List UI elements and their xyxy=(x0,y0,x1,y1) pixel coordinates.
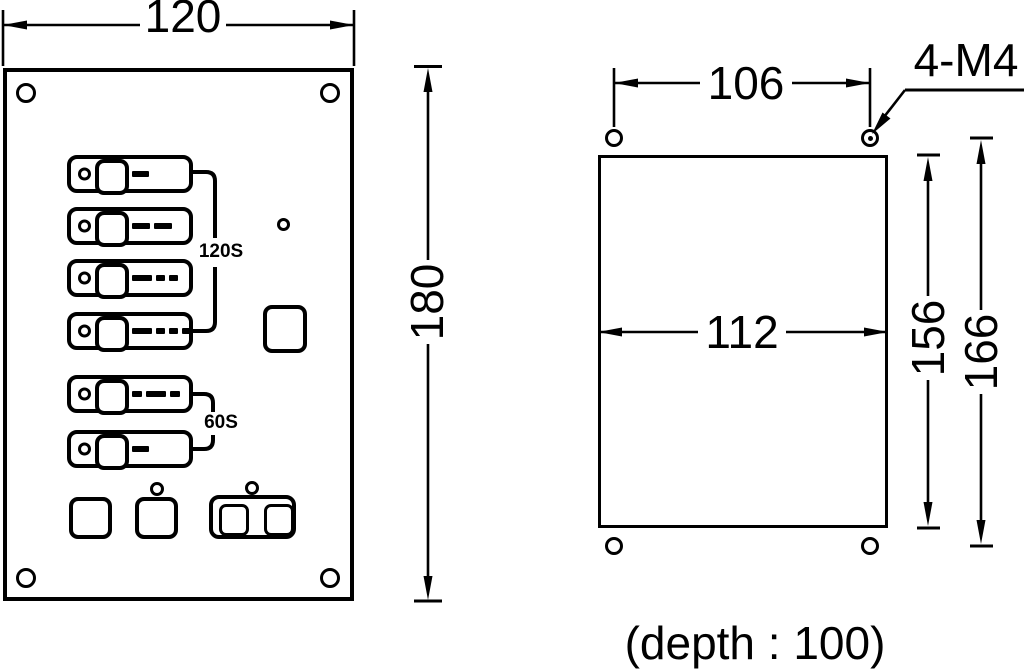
switch-row xyxy=(67,375,193,415)
bottom-button-2-led xyxy=(150,482,164,496)
switch-row xyxy=(67,207,193,247)
switch-row xyxy=(67,259,193,299)
switch-indicator-circle xyxy=(78,324,91,338)
switch-row xyxy=(67,430,193,470)
switch-toggle xyxy=(95,263,129,299)
panel-indicator-circle xyxy=(277,218,290,231)
switch-dash-marks xyxy=(132,391,180,397)
bottom-dual-button xyxy=(209,495,296,539)
bottom-button-1 xyxy=(69,497,112,539)
rear-stud-bottom-left xyxy=(605,537,623,555)
switch-row xyxy=(67,312,193,352)
switch-dash-marks xyxy=(132,171,149,177)
switch-toggle xyxy=(95,434,129,470)
rear-body-outline xyxy=(598,155,888,528)
dual-button-left-key xyxy=(219,504,249,536)
thread-leader-line xyxy=(872,88,1024,134)
panel-hole-bottom-right xyxy=(320,568,340,588)
switch-toggle xyxy=(95,316,129,352)
switch-indicator-circle xyxy=(78,167,91,181)
switch-indicator-circle xyxy=(78,271,91,285)
switch-dash-marks xyxy=(132,275,178,281)
bottom-dual-button-led xyxy=(245,481,259,495)
panel-hole-bottom-left xyxy=(16,568,36,588)
switch-toggle xyxy=(95,379,129,415)
front-width-label: 120 xyxy=(144,0,222,42)
switch-dash-marks xyxy=(132,223,172,229)
rear-stud-top-left xyxy=(605,129,623,147)
rear-hole-spacing-label: 106 xyxy=(707,57,785,109)
depth-note: (depth : 100) xyxy=(624,617,886,669)
switch-indicator-circle xyxy=(78,442,91,456)
switch-toggle xyxy=(95,159,129,195)
switch-dash-marks xyxy=(132,328,191,334)
rear-body-height-label: 156 xyxy=(902,299,954,377)
switch-row xyxy=(67,155,193,195)
bottom-button-2 xyxy=(135,497,178,539)
switch-dash-marks xyxy=(132,446,149,452)
dual-button-right-key xyxy=(264,504,294,536)
rear-width-label: 112 xyxy=(705,306,779,358)
switch-indicator-circle xyxy=(78,219,91,233)
rear-hole-height-label: 166 xyxy=(955,313,1007,391)
rear-stud-bottom-right xyxy=(861,537,879,555)
switch-indicator-circle xyxy=(78,387,91,401)
switch-toggle xyxy=(95,211,129,247)
breaker-group-bottom-label: 60S xyxy=(204,412,238,433)
panel-square-button xyxy=(263,305,307,353)
panel-hole-top-right xyxy=(320,83,340,103)
front-height-label: 180 xyxy=(401,263,453,341)
panel-hole-top-left xyxy=(16,83,36,103)
rear-stud-center-dot xyxy=(868,136,873,141)
breaker-group-top-label: 120S xyxy=(198,241,244,262)
thread-spec-label: 4-M4 xyxy=(913,34,1019,86)
